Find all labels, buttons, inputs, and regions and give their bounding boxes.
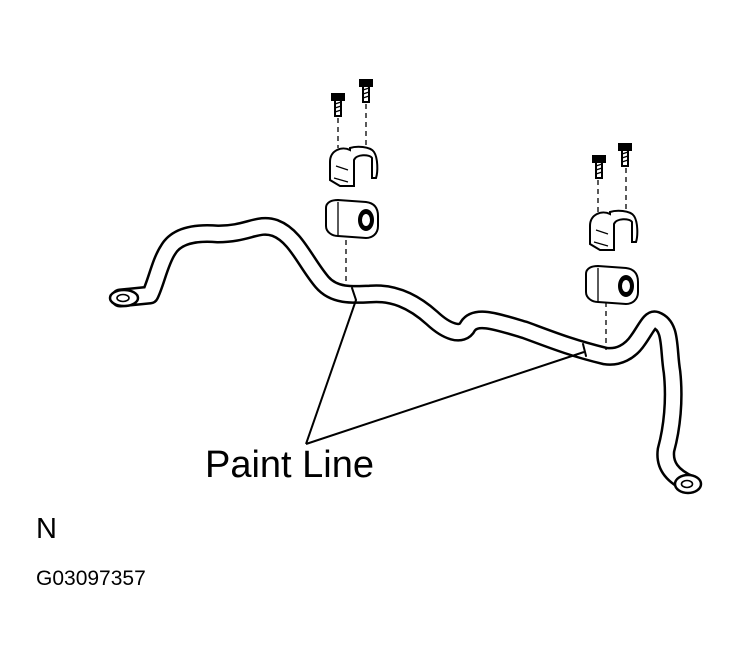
paint-line-label: Paint Line: [205, 444, 375, 486]
right-bar-end-eye: [673, 473, 703, 495]
leader-line-right: [305, 351, 585, 445]
left-bar-end-hole: [116, 293, 130, 303]
leader-line-left: [305, 299, 357, 445]
stabilizer-bar: [108, 216, 703, 495]
left-bar-end-eye: [108, 288, 140, 308]
right-bolt-1: [592, 155, 606, 179]
left-bolt-2: [359, 79, 373, 103]
right-bar-end-hole: [680, 479, 694, 489]
right-bracket: [589, 209, 639, 251]
paint-line-mark-right: [582, 343, 587, 357]
right-bolt-2: [618, 143, 632, 167]
left-mount-assembly: [325, 79, 379, 286]
paint-line-leaders: [305, 299, 585, 445]
stabilizer-bar-body: [113, 219, 697, 491]
figure-id: G03097357: [36, 567, 146, 590]
left-bolt-1: [331, 93, 345, 117]
right-mount-assembly: [585, 143, 639, 350]
left-bracket: [329, 145, 379, 187]
view-letter: N: [36, 513, 57, 545]
paint-line-mark-left: [351, 287, 357, 301]
